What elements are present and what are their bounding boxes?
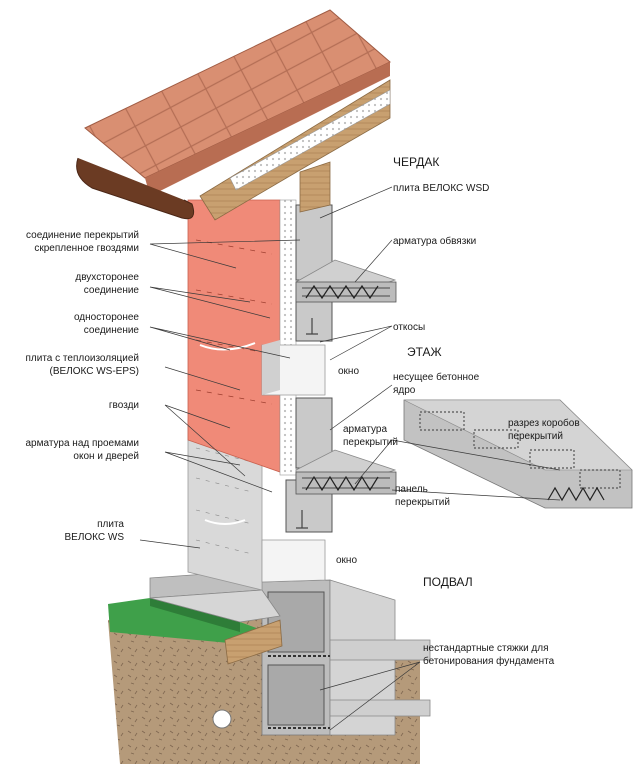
label-opening-rebar-2: окон и дверей bbox=[73, 451, 139, 462]
label-slab-rebar-1: арматура bbox=[343, 424, 387, 435]
label-core-2: ядро bbox=[393, 385, 416, 396]
slab-section-inset bbox=[403, 399, 633, 509]
label-section-2: перекрытий bbox=[508, 431, 563, 442]
label-opening-rebar-1: арматура над проемами bbox=[25, 438, 139, 449]
label-nails: гвозди bbox=[109, 400, 139, 411]
label-one-sided-1: односторонее bbox=[74, 312, 139, 323]
floor-slab-middle bbox=[295, 449, 397, 495]
label-window-lower: окно bbox=[336, 555, 357, 566]
label-ws-plate-2: ВЕЛОКС WS bbox=[64, 532, 124, 543]
label-tie-rebar: арматура обвязки bbox=[393, 235, 476, 247]
label-two-sided-2: соединение bbox=[84, 285, 140, 296]
label-ties-1: нестандартные стяжки для bbox=[423, 643, 549, 654]
label-wsd-plate: плита ВЕЛОКС WSD bbox=[393, 183, 489, 194]
floor-slab-upper bbox=[295, 259, 397, 303]
label-slab-rebar-2: перекрытий bbox=[343, 437, 398, 448]
wall-section bbox=[279, 199, 333, 533]
label-one-sided-2: соединение bbox=[84, 325, 140, 336]
right-labels: плита ВЕЛОКС WSD арматура обвязки откосы… bbox=[336, 183, 580, 667]
label-reveals: откосы bbox=[393, 322, 425, 333]
roof bbox=[76, 9, 391, 221]
label-panel-1: панель bbox=[395, 484, 428, 495]
label-core-1: несущее бетонное bbox=[393, 371, 480, 383]
label-eps-plate-2: (ВЕЛОКС WS-EPS) bbox=[49, 366, 139, 377]
label-panel-2: перекрытий bbox=[395, 497, 450, 508]
zone-floor: ЭТАЖ bbox=[407, 345, 442, 359]
label-nailed-joint-2: скрепленное гвоздями bbox=[34, 243, 139, 254]
gutter bbox=[76, 157, 195, 220]
zone-labels: ЧЕРДАК ЭТАЖ ПОДВАЛ bbox=[393, 155, 473, 589]
label-section-1: разрез коробов bbox=[508, 417, 580, 429]
drain-pipe-icon bbox=[212, 709, 232, 729]
plinth bbox=[149, 569, 283, 665]
basement-wall bbox=[261, 579, 431, 736]
left-labels: соединение перекрытий скрепленное гвоздя… bbox=[25, 230, 139, 543]
label-nailed-joint-1: соединение перекрытий bbox=[26, 230, 139, 241]
label-two-sided-1: двухсторонее bbox=[75, 272, 139, 283]
label-ws-plate-1: плита bbox=[97, 519, 124, 530]
window-openings bbox=[261, 340, 326, 583]
zone-basement: ПОДВАЛ bbox=[423, 575, 473, 589]
label-eps-plate-1: плита с теплоизоляцией bbox=[26, 353, 140, 364]
zone-attic: ЧЕРДАК bbox=[393, 155, 439, 169]
leader-lines bbox=[139, 186, 561, 731]
label-ties-2: бетонирования фундамента bbox=[423, 655, 555, 667]
label-window-upper: окно bbox=[338, 366, 359, 377]
